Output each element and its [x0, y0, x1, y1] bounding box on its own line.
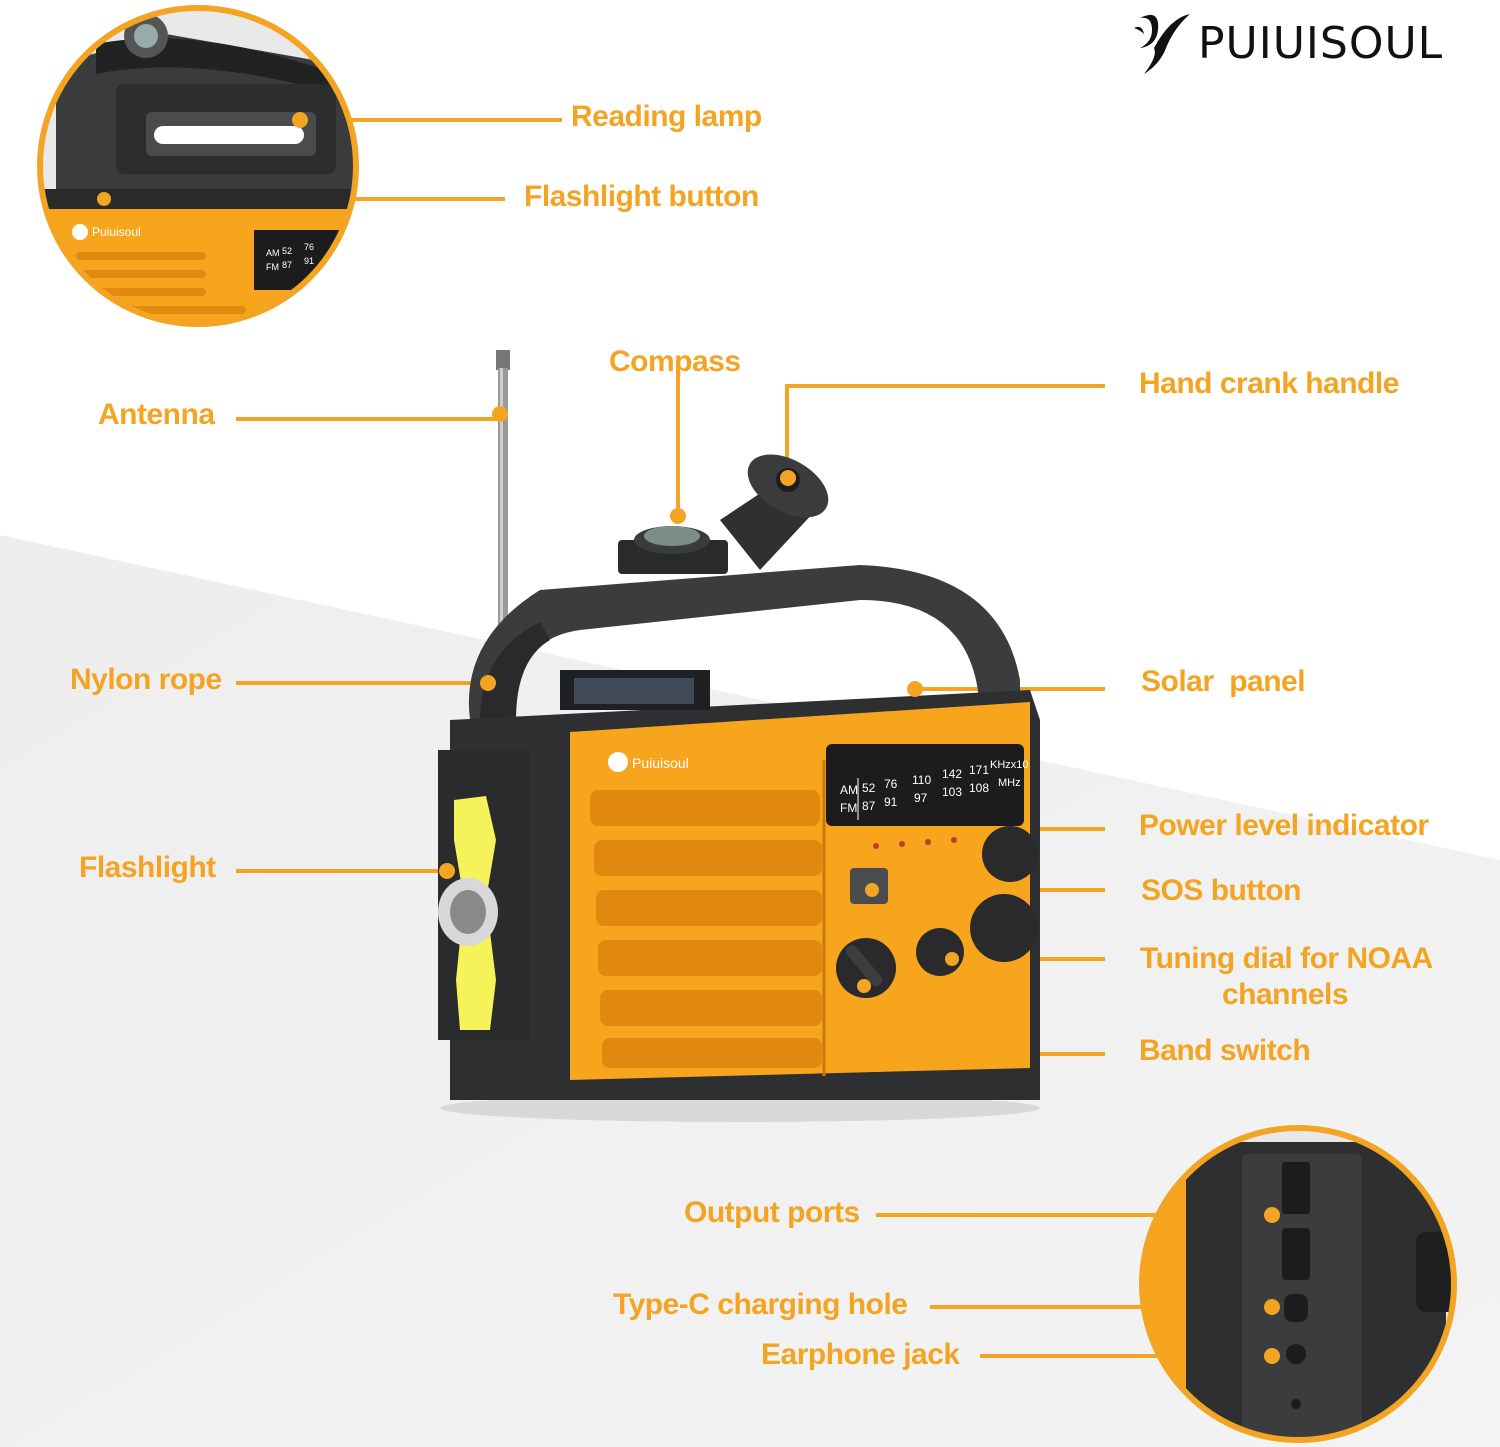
label-output-ports: Output ports	[684, 1196, 860, 1229]
zoom-am-76: 76	[304, 242, 314, 252]
label-type-c-charging-hole: Type-C charging hole	[613, 1288, 908, 1321]
dial-am-3: 142	[942, 767, 962, 781]
dial-am-1: 76	[884, 777, 898, 791]
usb-port-icon	[1282, 1162, 1310, 1214]
brand-name: PUIUISOUL	[1198, 17, 1444, 69]
label-earphone-jack: Earphone jack	[761, 1338, 960, 1371]
label-flashlight: Flashlight	[79, 851, 216, 884]
dial-fm-3: 103	[942, 785, 962, 799]
label-sos-button: SOS button	[1141, 874, 1301, 907]
compass-icon	[644, 526, 700, 546]
brand-logo-icon	[1134, 14, 1190, 74]
radio-illustration: AM FM 52 87 76 91 110 97 142 103 171 108…	[438, 350, 1040, 1122]
dial-fm-label: FM	[840, 801, 857, 815]
zoom-fm-label: FM	[266, 262, 279, 272]
dial-am-4: 171	[969, 763, 989, 777]
dial-am-2: 110	[912, 773, 931, 787]
body-logo-text: Puiuisoul	[632, 755, 689, 771]
label-power-level-indicator: Power level indicator	[1139, 809, 1429, 842]
zoom-am-52: 52	[282, 246, 292, 256]
zoom-lamp-circle: AM FM 52 87 76 91 Puiuisoul	[37, 5, 359, 327]
zoom-am-label: AM	[266, 248, 280, 258]
dial-fm-2: 97	[914, 791, 928, 805]
label-reading-lamp: Reading lamp	[571, 100, 762, 133]
dial-am-unit: KHzx10	[990, 759, 1029, 771]
earphone-jack-icon	[1286, 1344, 1306, 1364]
type-c-port-icon	[1284, 1294, 1308, 1322]
zoom-ports-circle	[1139, 1125, 1457, 1443]
label-band-switch: Band switch	[1139, 1034, 1311, 1067]
dial-fm-1: 91	[884, 795, 898, 809]
label-tuning-dial-line1: Tuning dial for NOAA	[1140, 942, 1433, 975]
label-antenna: Antenna	[98, 398, 215, 431]
hand-crank-icon	[720, 454, 829, 570]
dial-fm-unit: MHz	[998, 777, 1021, 789]
label-tuning-dial-line2: channels	[1221, 978, 1349, 1011]
dial-fm-4: 108	[969, 781, 989, 795]
label-compass: Compass	[609, 345, 741, 378]
label-solar-panel: Solar panel	[1141, 665, 1306, 698]
zoom-fm-91: 91	[304, 256, 314, 266]
dial-am-label: AM	[840, 783, 858, 797]
zoom-fm-87: 87	[282, 260, 292, 270]
label-hand-crank-handle: Hand crank handle	[1139, 367, 1399, 400]
zoom-logo-text: Puiuisoul	[92, 225, 141, 239]
dial-fm-0: 87	[862, 799, 876, 813]
brand-logo: PUIUISOUL	[1130, 8, 1443, 78]
antenna-icon	[496, 350, 510, 370]
label-nylon-rope: Nylon rope	[70, 663, 222, 696]
label-flashlight-button: Flashlight button	[524, 180, 759, 213]
dial-am-0: 52	[862, 781, 876, 795]
